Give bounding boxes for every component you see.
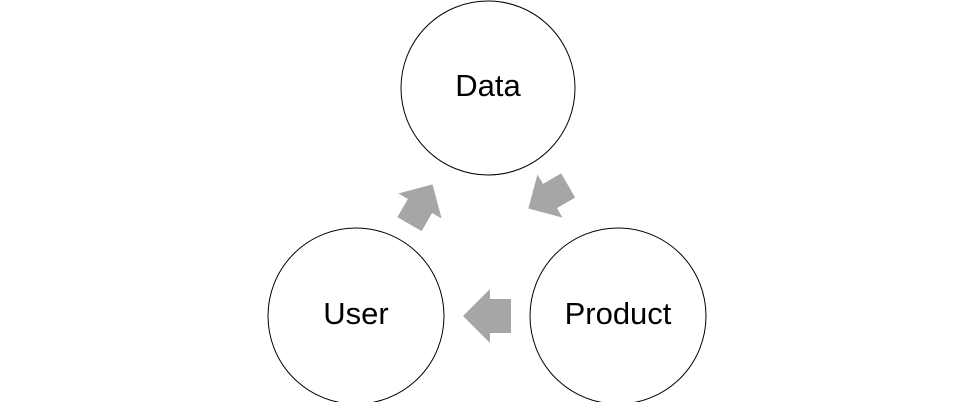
node-user-label: User — [323, 296, 388, 331]
arrow-product-to-user-shape — [463, 289, 511, 343]
node-product-circle — [529, 227, 707, 402]
node-user-circle — [267, 227, 445, 402]
arrow-data-to-product-shape — [528, 173, 576, 218]
node-data-label: Data — [455, 68, 521, 103]
arrow-data-to-product — [528, 173, 576, 218]
node-user: User — [267, 227, 445, 402]
arrow-user-to-data-shape — [397, 184, 442, 232]
node-data: Data — [400, 0, 576, 176]
node-data-circle — [400, 0, 576, 176]
arrow-user-to-data — [397, 184, 442, 232]
node-product: Product — [529, 227, 707, 402]
node-product-label: Product — [565, 296, 672, 331]
arrow-product-to-user — [463, 289, 511, 343]
